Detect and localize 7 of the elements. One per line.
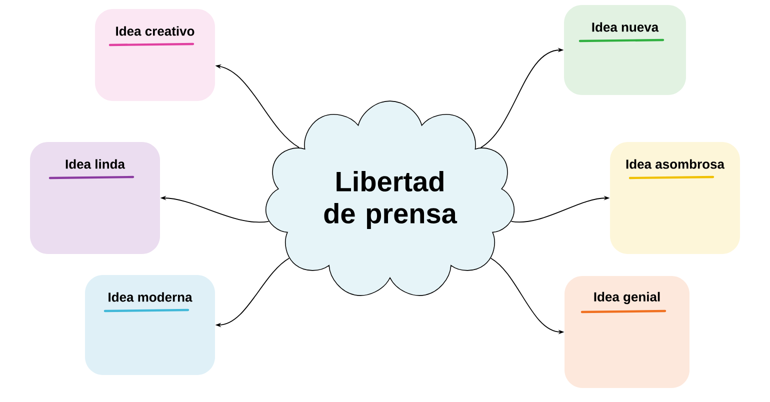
idea-box: Idea nueva <box>564 5 686 95</box>
idea-box: Idea linda <box>30 142 160 254</box>
idea-box: Idea moderna <box>85 275 215 375</box>
idea-box: Idea genial <box>564 276 690 388</box>
cloud-node: Libertad de prensa <box>265 100 515 296</box>
idea-box: Idea creativo <box>95 9 215 101</box>
idea-box: Idea asombrosa <box>610 142 740 254</box>
